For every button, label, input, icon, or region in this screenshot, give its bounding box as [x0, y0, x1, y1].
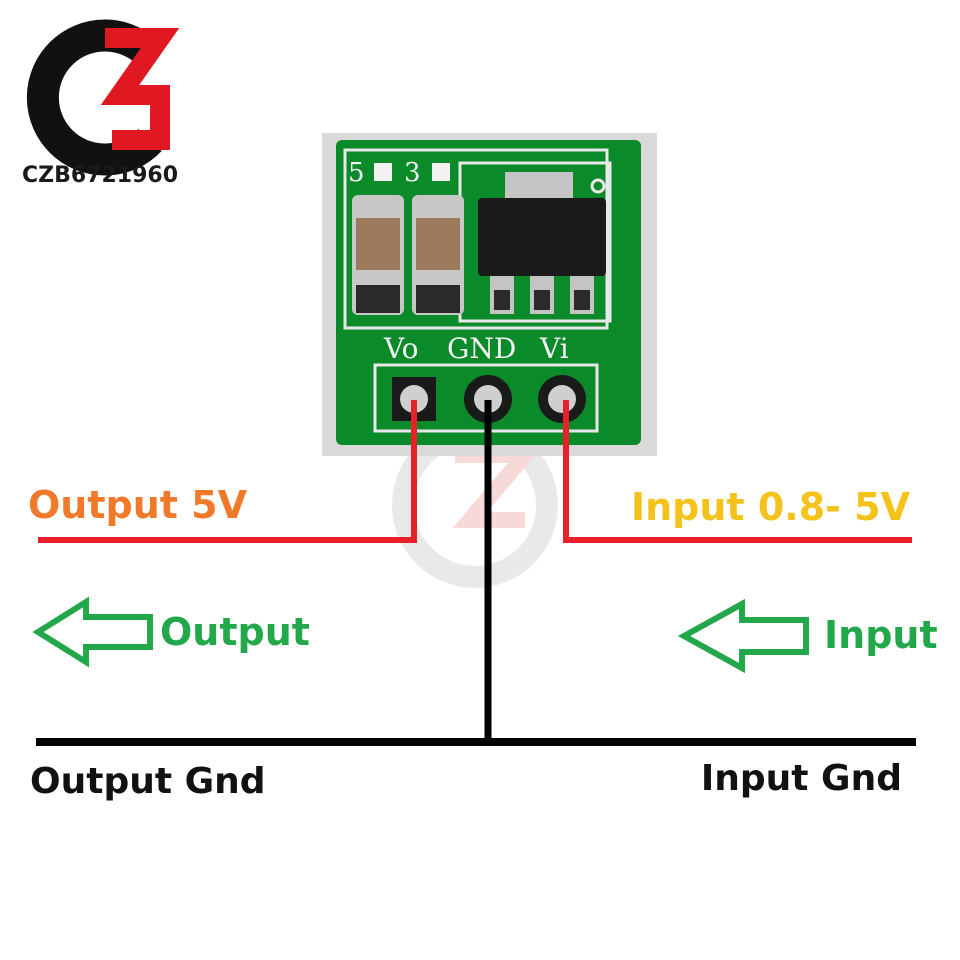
pin-label-vi: Vi: [539, 332, 569, 365]
input-arrow-icon: [677, 598, 809, 674]
logo-text: CZB6721960: [22, 163, 178, 188]
pcb-board: 5 3 Vo GND Vi: [322, 133, 657, 456]
regulator-chip: [478, 172, 606, 314]
input-gnd-label: Input Gnd: [701, 758, 902, 799]
input-voltage-label: Input 0.8- 5V: [631, 485, 911, 529]
pin-label-gnd: GND: [447, 332, 516, 365]
input-positive-wire: [563, 400, 912, 543]
output-positive-wire: [38, 400, 417, 543]
capacitor-right: [412, 195, 464, 315]
output-arrow-icon: [32, 596, 153, 668]
logo-z-icon: [100, 28, 180, 150]
input-arrow-label: Input: [824, 613, 938, 657]
capacitor-left: [352, 195, 404, 315]
output-gnd-label: Output Gnd: [30, 761, 266, 802]
silk-code-5: 5: [348, 158, 365, 188]
output-arrow-label: Output: [160, 610, 310, 654]
pin-label-vo: Vo: [383, 332, 419, 365]
silk-code-3: 3: [404, 158, 421, 188]
brand-logo: CZB6721960: [22, 19, 180, 188]
output-voltage-label: Output 5V: [28, 483, 248, 527]
